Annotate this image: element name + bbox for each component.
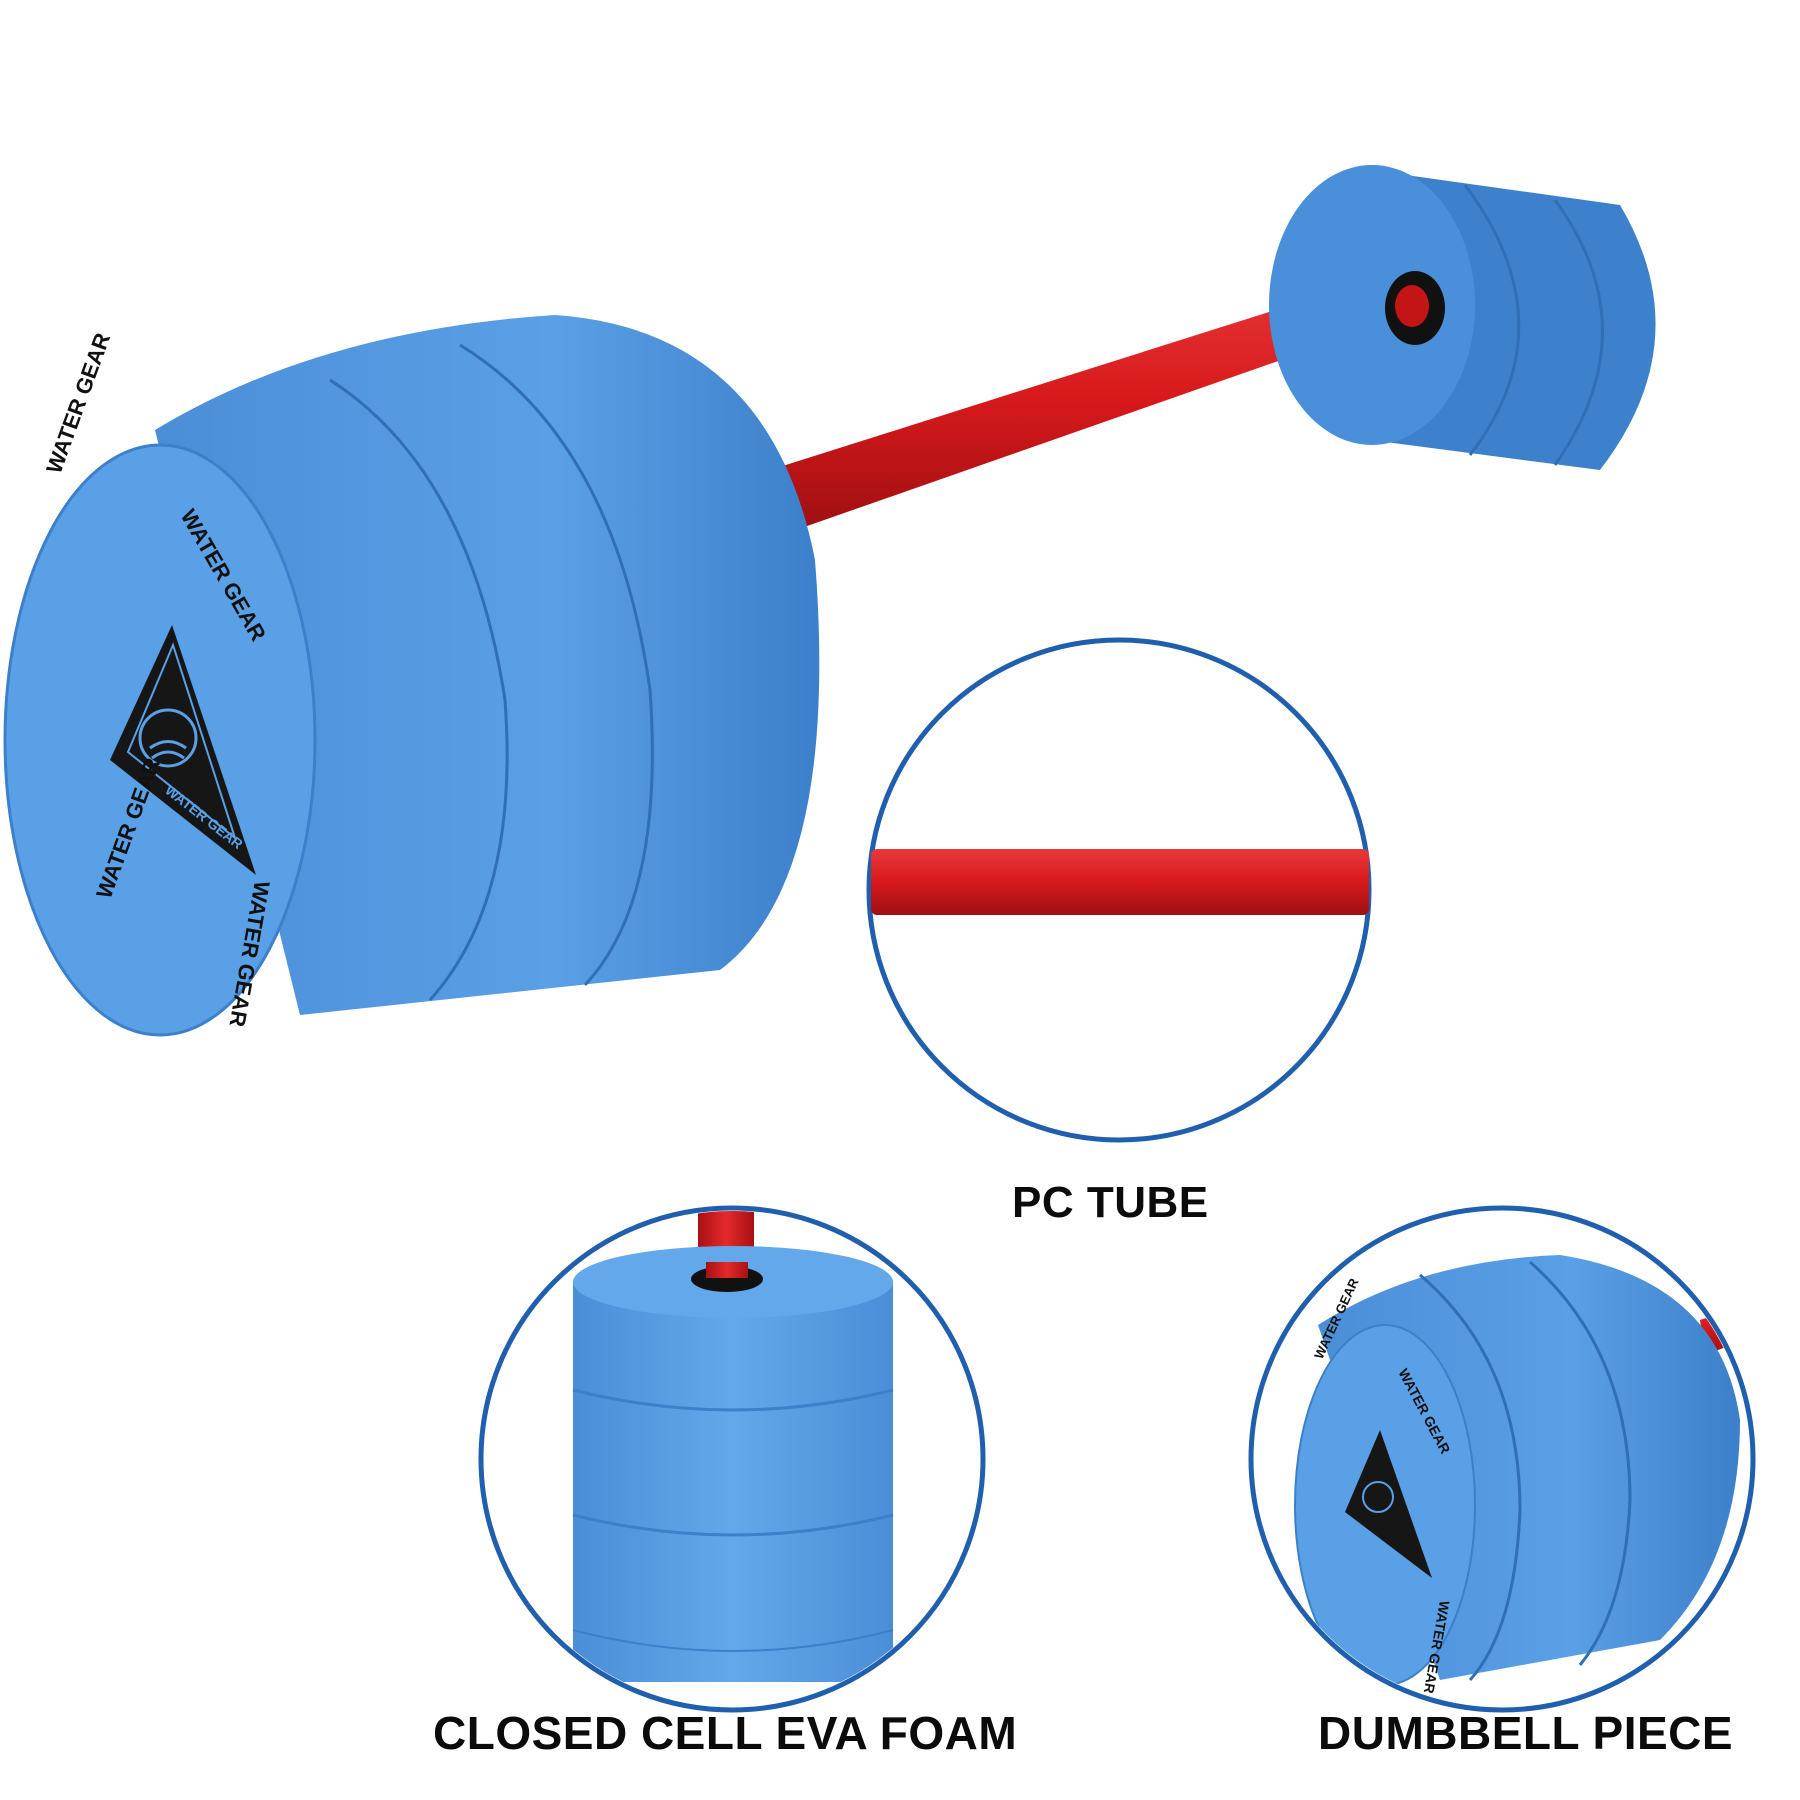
main-dumbbell: WATER GEAR WATER GEAR WATER GEAR WATER G…: [3, 165, 1656, 1037]
brand-text-top-left: WATER GEAR: [41, 329, 115, 476]
eva-foam-label: CLOSED CELL EVA FOAM: [433, 1707, 1018, 1759]
pc-tube-rod: [871, 849, 1369, 915]
pc-tube-detail: [866, 637, 1372, 1143]
db-water-gear-logo: [1345, 1430, 1432, 1578]
pc-tube-label: PC TUBE: [1012, 1178, 1209, 1227]
near-foam-weight: WATER GEAR WATER GEAR WATER GEAR WATER G…: [3, 315, 820, 1037]
main-bar: [770, 268, 1418, 532]
eva-foam-stack: [573, 1282, 893, 1682]
dumbbell-piece-detail: WATER GEAR WATER GEAR WATER GEAR: [1248, 1205, 1756, 1713]
dumbbell-piece-label: DUMBBELL PIECE: [1318, 1707, 1734, 1759]
far-foam-weight: [1269, 165, 1656, 470]
eva-foam-detail: [478, 1205, 986, 1713]
